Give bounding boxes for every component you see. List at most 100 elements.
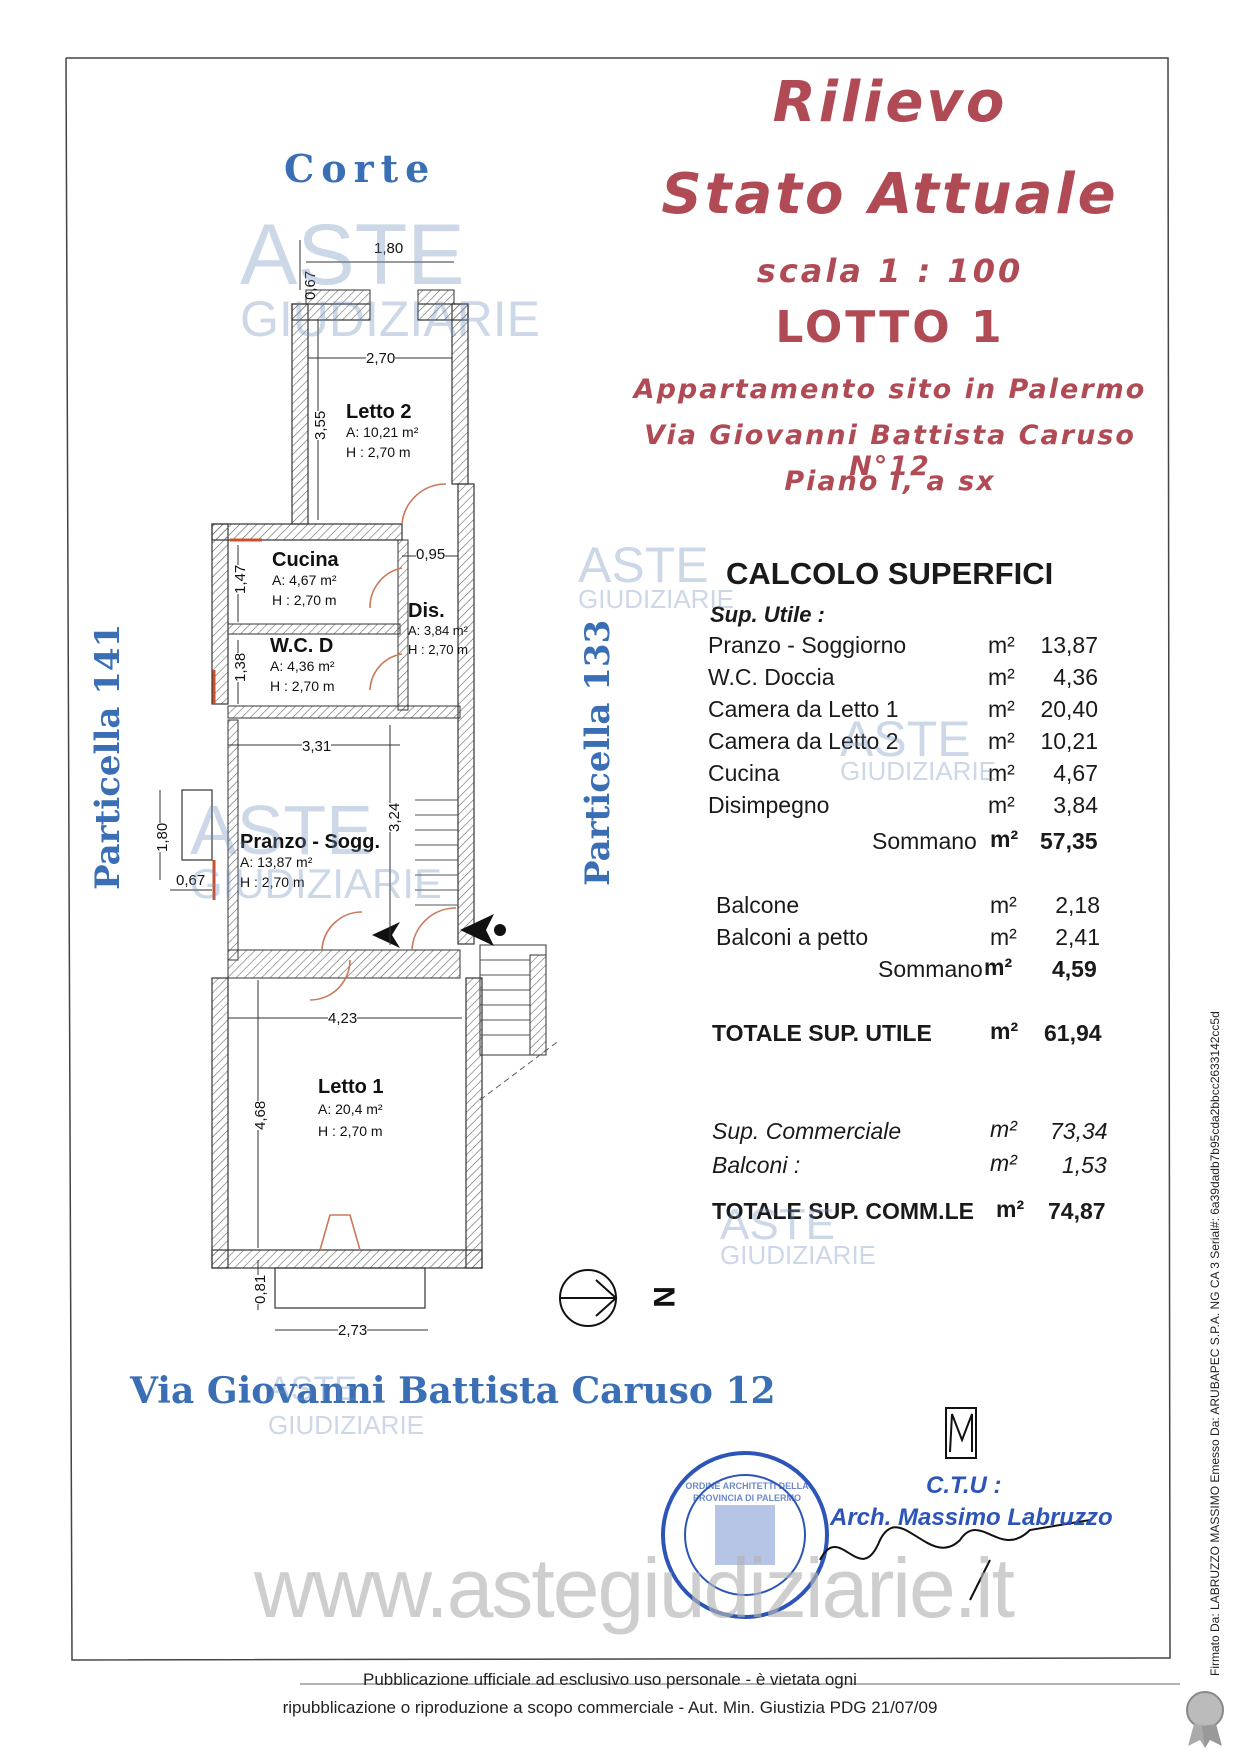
wall-top-cucina [211,523,403,541]
calc-row-value: 4,36 [1053,664,1098,690]
title-address-1: Appartamento sito in Palermo [633,374,1147,405]
wall-niche-left [305,289,371,305]
calc-row-unit: m² [988,728,1015,754]
watermark-giudiziarie-6: GIUDIZIARIE [268,1410,425,1440]
watermark-aste-2: ASTE [578,537,709,593]
calc-row-label: Camera da Letto 1 [708,696,899,722]
calc-row-unit: m² [988,632,1015,658]
calc-row-unit: m² [988,792,1015,818]
wall-niche-right [417,289,455,305]
room-cucina-area: A: 4,67 m² [272,572,337,588]
title-lotto: LOTTO 1 [775,302,1005,353]
watermark-giudiziarie-5: GIUDIZIARIE [720,1240,877,1270]
watermark-aste-3: ASTE [840,711,971,767]
digital-signature-side: Firmato Da: LABRUZZO MASSIMO Emesso Da: … [1208,1011,1222,1676]
calc-sommano1-value: 57,35 [1040,828,1098,854]
room-pranzo-height: H : 2,70 m [240,874,305,890]
entrance-arrow-icon-2 [460,914,494,946]
calc-row-unit: m² [988,760,1015,786]
calc-row-value: 13,87 [1040,632,1098,658]
dim-331: 3,31 [302,738,332,755]
dim-270: 2,70 [366,350,396,367]
room-cucina-name: Cucina [272,549,339,571]
sheet-frame [65,57,1171,1661]
calc-balconi-value: 1,53 [1062,1152,1107,1178]
disclaimer-line-2: ripubblicazione o riproduzione a scopo c… [282,1698,938,1717]
calc-row-label: W.C. Doccia [708,664,835,690]
watermark-aste-4: ASTE [190,791,373,869]
calc-row-value: 4,67 [1053,760,1098,786]
room-letto2-name: Letto 2 [346,401,412,423]
ctu-label: C.T.U : [926,1472,1002,1499]
calc-totale-comm-label: TOTALE SUP. COMM.LE [712,1198,974,1224]
balcony-row-value: 2,18 [1055,892,1100,918]
entrance-arrow-icon [372,922,400,948]
dim-468: 4,68 [252,1100,269,1130]
ctu-name: Arch. Massimo Labruzzo [830,1504,1113,1531]
room-pranzo: Pranzo - Sogg. A: 13,87 m² H : 2,70 m [240,832,380,892]
calc-row-unit: m² [988,664,1015,690]
wall-cucina-wc [227,623,401,635]
calc-row-value: 10,21 [1040,728,1098,754]
window-marks [212,538,262,900]
calc-balconi-label: Balconi : [712,1152,801,1178]
calc-sommano2-label: Sommano [878,956,983,982]
room-letto1-name: Letto 1 [318,1076,384,1098]
dim-067-left: 0,67 [176,872,206,889]
calc-row-label: Cucina [708,760,780,786]
stair-diagonal [479,1039,561,1101]
wall-partition-vert [397,539,409,711]
label-corte: Corte [284,146,437,191]
room-cucina: Cucina A: 4,67 m² H : 2,70 m [272,550,339,610]
room-dis-name: Dis. [408,600,445,622]
title-address-3: Piano I, a sx [784,466,996,497]
floor-plan [159,240,561,1331]
door-swings [309,483,457,1251]
signature-line [969,1559,991,1601]
title-scale: scala 1 : 100 [756,252,1024,290]
watermark-giudiziarie-3: GIUDIZIARIE [840,756,997,786]
room-cucina-height: H : 2,70 m [272,592,337,608]
balcony-row-unit: m² [990,892,1017,918]
wall-pranzo-letto1 [227,949,461,979]
wall-letto1-left [211,977,229,1269]
stair-rail [529,954,547,1056]
label-particella-133: Particella 133 [578,619,618,886]
calc-commerciale-label: Sup. Commerciale [712,1118,902,1144]
calc-totale-comm-value: 74,87 [1048,1198,1106,1224]
dim-423: 4,23 [328,1010,358,1027]
watermark-aste-5: ASTE [720,1200,835,1249]
calc-row-label: Pranzo - Soggiorno [708,632,907,658]
room-letto1-area: A: 20,4 m² [318,1101,383,1117]
architect-logo [945,1407,977,1459]
watermark-giudiziarie-1: GIUDIZIARIE [240,291,541,347]
wall-wc-pranzo [227,705,461,719]
calc-row-label: Camera da Letto 2 [708,728,899,754]
calc-row-label: Disimpegno [708,792,830,818]
calc-row-value: 20,40 [1040,696,1098,722]
award-ribbon-icon [1186,1691,1224,1748]
room-dis-area: A: 3,84 m² [408,623,468,638]
label-particella-141: Particella 141 [88,623,128,890]
balcony-row-label: Balconi a petto [716,924,869,950]
room-wc-name: W.C. D [270,635,334,657]
dim-147: 1,47 [232,564,249,594]
calc-totale-comm-unit: m² [996,1196,1025,1222]
wall-letto1-bottom [211,1249,483,1269]
calc-balconi-unit: m² [990,1150,1017,1176]
dim-180-left: 1,80 [154,822,171,852]
calc-row: W.C. Doccia m² 4,36 [708,664,1098,696]
dim-273: 2,73 [338,1322,368,1339]
watermark-giudiziarie-2: GIUDIZIARIE [578,584,735,614]
title-rilievo: Rilievo [772,70,1008,135]
calc-row: Cucina m² 4,67 [708,760,1098,792]
calc-commerciale-unit: m² [990,1116,1017,1142]
dim-138: 1,38 [232,652,249,682]
label-via-caruso: Via Giovanni Battista Caruso 12 [130,1370,776,1412]
room-letto2: Letto 2 A: 10,21 m² H : 2,70 m [346,402,418,462]
balcony-row-unit: m² [990,924,1017,950]
calc-sommano2-value: 4,59 [1052,956,1097,982]
